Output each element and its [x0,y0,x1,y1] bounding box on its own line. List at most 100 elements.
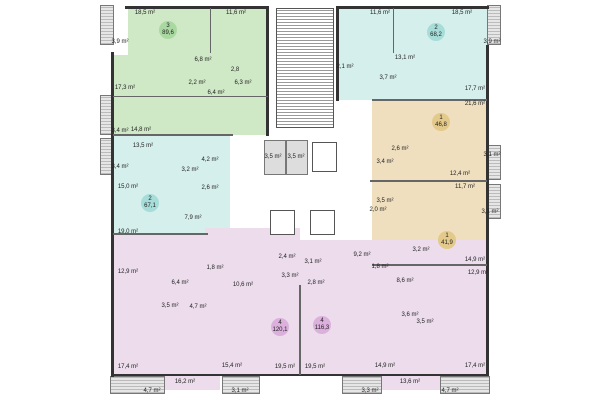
room-area-label: 17,7 m² [464,86,486,92]
wall [336,6,339,101]
room-area-label: 14,9 m² [374,363,396,369]
room-area-label: 12,9 m² [467,270,489,276]
room-area-label: 2,8 [230,67,240,73]
room-area-label: 2,4 m² [278,254,296,260]
room-area-label: 11,6 m² [226,10,246,16]
room-area-label: 19,5 m² [304,364,326,370]
room-area-label: 3,5 m² [376,198,394,204]
room-area-label: 6,8 m² [194,57,212,63]
apartment-area: 67,1 [144,203,156,209]
room-area-label: 12,4 m² [449,171,471,177]
room-area-label: 3,5 m² [161,303,179,309]
storage-room [264,140,286,175]
balcony [487,145,501,180]
room-area-label: 8,6 m² [396,278,414,284]
room-area-label: 21,6 m² [464,101,486,107]
room-area-label: 12,9 m² [117,269,139,275]
room-area-label: 13,5 m² [132,143,154,149]
room-area-label: 2,8 m² [307,280,325,286]
room-area-label: 2,6 m² [201,185,219,191]
room-area-label: 3,4 m² [111,164,129,170]
wall [125,6,268,9]
elevator-shaft [270,210,295,235]
room-area-label: 13,6 m² [399,379,421,385]
room-area-label: 4,7 m² [441,388,459,394]
apartment-3-upper [128,8,266,58]
room-area-label: 3,1 m² [304,259,322,265]
wall [372,264,487,266]
apartment-2-right [338,8,487,100]
room-area-label: 6,3 m² [234,80,252,86]
wall [113,134,233,136]
room-area-label: 18,5 m² [134,10,156,16]
room-area-label: 2,0 m² [369,207,387,213]
apartment-area: 46,8 [435,122,447,128]
room-area-label: 10,6 m² [232,282,254,288]
room-area-label: 6,4 m² [171,280,189,286]
room-area-label: 2,6 m² [391,146,409,152]
apartment-2-left [113,135,230,235]
room-area-label: 17,4 m² [117,364,139,370]
elevator-shaft [312,142,337,172]
wall [336,6,489,9]
room-area-label: 3,7 m² [379,75,397,81]
apartment-1 [372,100,487,265]
room-area-label: 19,0 m² [117,229,139,235]
room-area-label: 4,2 m² [201,157,219,163]
room-area-label: 3,5 m² [287,154,305,160]
balcony [342,376,382,394]
room-area-label: 3,5 m² [416,319,434,325]
balcony [440,376,490,394]
room-area-label: 4,7 m² [189,304,207,310]
room-area-label: 3,4 m² [376,159,394,165]
room-area-label: 14,8 m² [130,127,152,133]
wall [210,8,211,53]
wall [111,374,489,376]
apartment-area: 41,9 [441,240,453,246]
room-area-label: 17,3 m² [114,85,136,91]
room-area-label: 3,2 m² [181,167,199,173]
room-area-label: 3,6 m² [401,312,419,318]
room-area-label: 3,1 m² [231,388,249,394]
wall [111,52,114,377]
room-area-label: 3,4 m² [111,128,129,134]
room-area-label: 15,4 m² [221,363,243,369]
room-area-label: 3,5 m² [264,154,282,160]
apartment-area: 89,6 [162,30,174,36]
room-area-label: 17,4 m² [464,363,486,369]
room-area-label: 3,1 m² [481,209,499,215]
wall [299,285,301,375]
room-area-label: 3,9 m² [483,39,501,45]
apartment-number: 2 [434,25,438,31]
room-area-label: 15,0 m² [117,184,139,190]
balcony [487,5,501,45]
room-area-label: 14,9 m² [464,257,486,263]
wall [486,45,489,375]
room-area-label: 3,3 m² [361,388,379,394]
room-area-label: 6,4 m² [207,90,225,96]
apartment-number: 3 [166,23,170,29]
wall [370,180,487,182]
room-area-label: 7,9 m² [184,215,202,221]
storage-room [286,140,308,175]
room-area-label: 3,1 m² [483,152,501,158]
wall [113,96,268,97]
elevator-shaft [310,210,335,235]
room-area-label: 18,5 m² [451,10,473,16]
balcony [110,376,165,394]
apartment-number: 1 [439,115,443,121]
apartment-number: 4 [320,318,324,324]
apartment-area: 116,3 [314,325,330,331]
apartment-3-lower [113,55,266,135]
room-area-label: 9,2 m² [353,252,371,258]
room-area-label: 13,1 m² [394,55,416,61]
room-area-label: 19,5 m² [274,364,296,370]
room-area-label: 3,2 m² [412,247,430,253]
